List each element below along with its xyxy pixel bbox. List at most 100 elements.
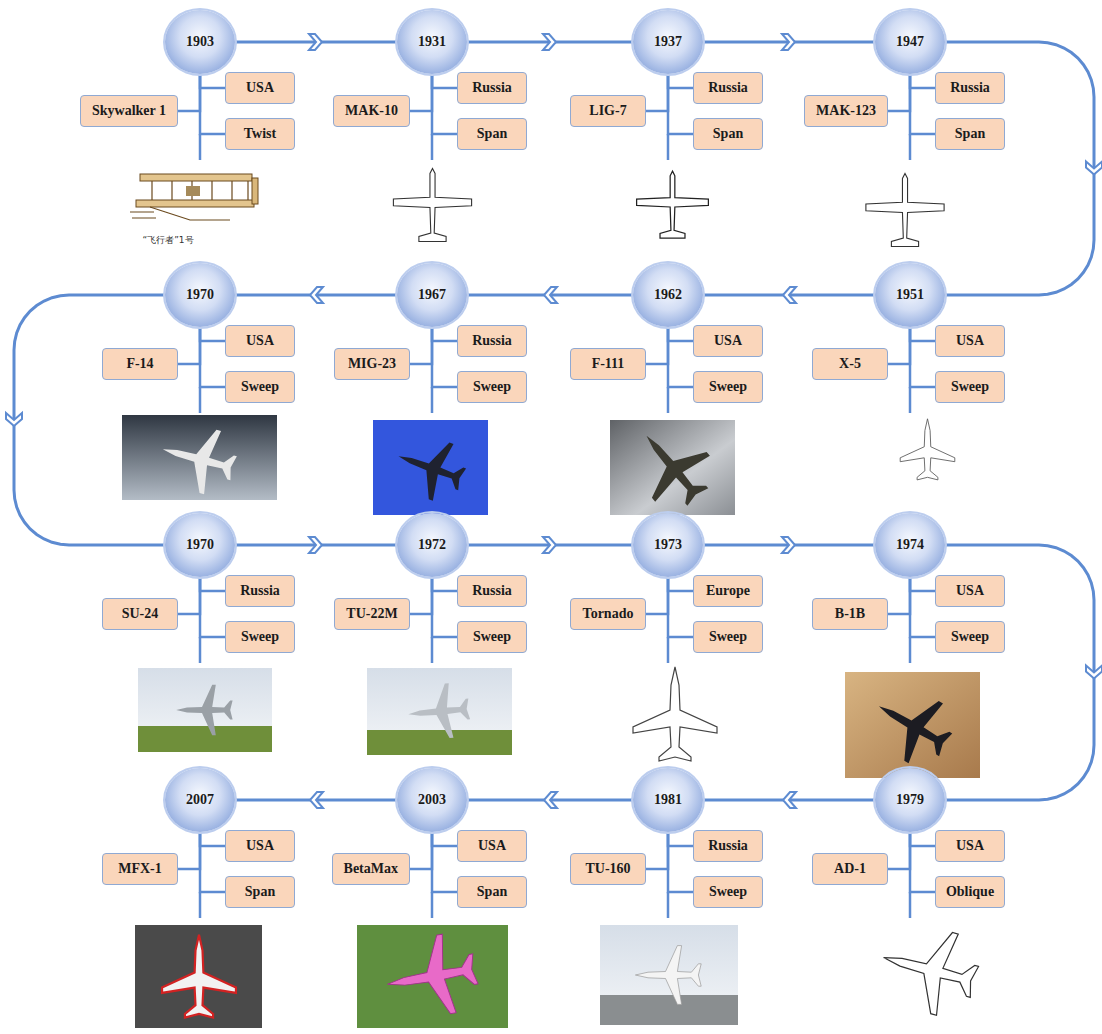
branch-line — [668, 832, 693, 892]
chevron-head — [309, 537, 322, 553]
branch-line — [178, 74, 200, 111]
su24-plane — [176, 685, 232, 735]
wing-type-box: Sweep — [225, 621, 295, 653]
lower-wing — [136, 200, 254, 207]
year-circle: 1970 — [165, 263, 235, 327]
branch-line — [910, 577, 935, 637]
branch-line — [410, 327, 432, 364]
chevron-head — [543, 537, 556, 553]
country-box: Russia — [457, 72, 527, 104]
struts — [130, 181, 248, 220]
node-label: Twist — [244, 126, 276, 143]
branch-line — [432, 327, 457, 341]
aircraft-name-box: MFX-1 — [102, 853, 178, 885]
mak10-drawing — [393, 168, 471, 241]
branch-line — [432, 832, 457, 892]
wing-type-box: Sweep — [935, 371, 1005, 403]
timeline-arrow — [945, 545, 1102, 800]
country-box: USA — [225, 72, 295, 104]
branch-line — [410, 832, 432, 869]
branch-line — [910, 832, 935, 892]
node-label: USA — [956, 583, 984, 600]
year-circle: 1931 — [397, 10, 467, 74]
branch-line — [178, 577, 200, 614]
branch-line — [200, 832, 225, 846]
tu160-photo — [600, 925, 738, 1025]
node-label: SU-24 — [122, 606, 159, 623]
branch-line — [646, 832, 668, 869]
branch-line — [646, 577, 668, 614]
node-label: 1979 — [896, 792, 924, 809]
branch-line — [910, 327, 935, 341]
node-label: USA — [956, 838, 984, 855]
node-label: 1972 — [418, 537, 446, 554]
wing-type-box: Span — [693, 118, 763, 150]
mfx1-plane — [162, 935, 236, 1018]
country-box: USA — [225, 830, 295, 862]
wing-type-box: Span — [935, 118, 1005, 150]
branch-line — [668, 327, 693, 341]
wing-type-box: Sweep — [935, 621, 1005, 653]
branch-line — [910, 74, 935, 134]
lig7-drawing — [637, 171, 709, 238]
wing-type-box: Sweep — [693, 876, 763, 908]
country-box: USA — [693, 325, 763, 357]
branch-line — [910, 74, 935, 88]
node-label: Russia — [240, 583, 280, 600]
node-label: MIG-23 — [348, 356, 396, 373]
branch-line — [910, 327, 935, 341]
node-label: USA — [714, 333, 742, 350]
aircraft-name-box: AD-1 — [812, 853, 888, 885]
node-label: 2007 — [186, 792, 214, 809]
chevron-head — [544, 287, 557, 303]
branch-line — [888, 327, 910, 364]
node-label: 1951 — [896, 287, 924, 304]
branch-line — [668, 74, 693, 88]
country-box: Russia — [457, 325, 527, 357]
wright-flyer-drawing — [130, 174, 258, 220]
aircraft-name-box: MAK-10 — [333, 95, 410, 127]
wing-type-box: Twist — [225, 118, 295, 150]
branch-line — [910, 74, 935, 88]
b1b-plane — [862, 676, 963, 774]
year-circle: 1951 — [875, 263, 945, 327]
wing-type-box: Oblique — [935, 876, 1005, 908]
tornado-drawing — [633, 667, 717, 761]
b1b-photo — [845, 672, 980, 778]
node-label: Russia — [472, 80, 512, 97]
node-label: Sweep — [709, 884, 747, 901]
branch-line — [910, 577, 935, 591]
node-label: 1962 — [654, 287, 682, 304]
node-label: 1970 — [186, 287, 214, 304]
branch-line — [432, 74, 457, 88]
upper-wing — [140, 174, 252, 181]
branch-line — [668, 327, 693, 387]
mak123-drawing — [866, 173, 944, 246]
branch-line — [432, 577, 457, 637]
timeline-arrow — [467, 792, 633, 808]
branch-line — [910, 832, 935, 846]
chevron-head — [310, 792, 323, 808]
branch-line — [410, 577, 432, 614]
branch-line — [910, 327, 935, 387]
node-label: USA — [956, 333, 984, 350]
node-label: MFX-1 — [118, 861, 162, 878]
node-label: X-5 — [839, 356, 861, 373]
stem-line — [909, 387, 912, 413]
country-box: Russia — [935, 72, 1005, 104]
year-circle: 1981 — [633, 768, 703, 832]
year-circle: 1967 — [397, 263, 467, 327]
year-circle: 1974 — [875, 513, 945, 577]
wing-type-box: Sweep — [457, 621, 527, 653]
branch-line — [888, 832, 910, 869]
wing-type-box: Sweep — [693, 621, 763, 653]
aircraft-name-box: F-14 — [102, 348, 178, 380]
chevron-head — [1086, 666, 1102, 679]
branch-line — [200, 832, 225, 892]
branch-line — [888, 577, 910, 614]
branch-line — [178, 74, 200, 111]
wing-type-box: Sweep — [225, 371, 295, 403]
engine — [186, 186, 200, 196]
tarmac — [600, 995, 738, 1025]
branch-line — [888, 74, 910, 111]
